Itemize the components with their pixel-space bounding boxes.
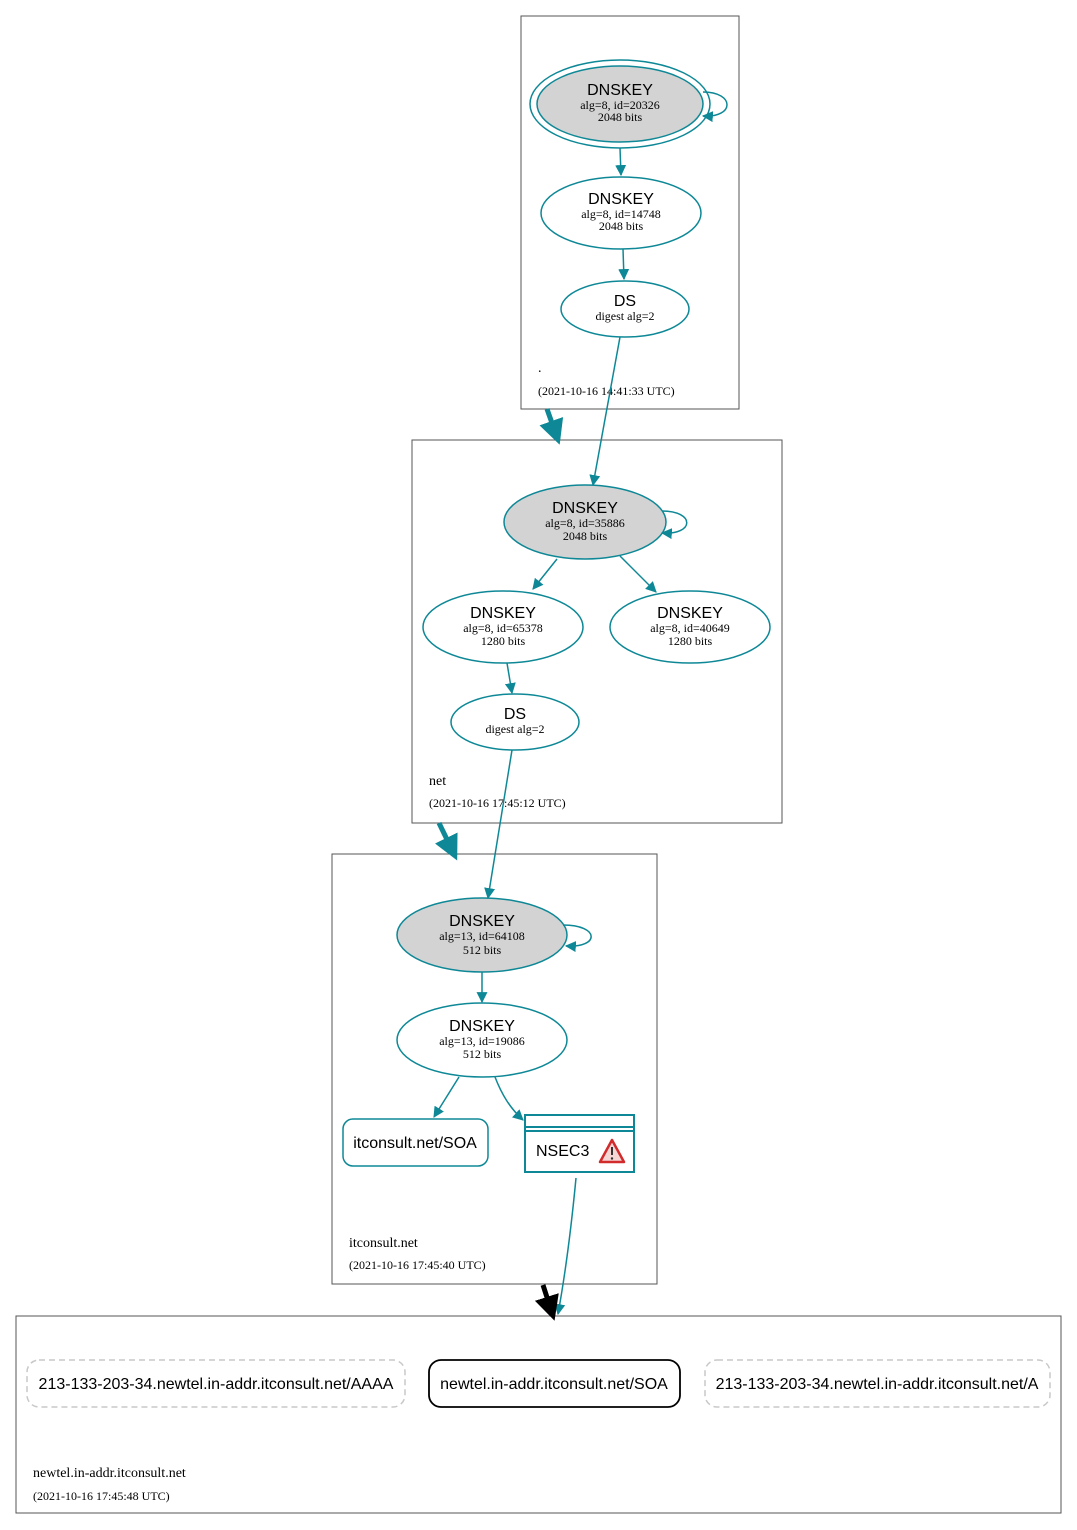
itconsult-soa-label: itconsult.net/SOA bbox=[353, 1135, 477, 1152]
net-zsk1-alg: alg=8, id=65378 bbox=[463, 621, 543, 635]
net-ksk-node[interactable]: DNSKEY alg=8, id=35886 2048 bits bbox=[503, 484, 667, 560]
zone-newtel-name: newtel.in-addr.itconsult.net bbox=[33, 1466, 186, 1481]
net-zsk2-title: DNSKEY bbox=[657, 605, 723, 622]
root-zsk-alg: alg=8, id=14748 bbox=[581, 207, 661, 221]
net-ds-to-itconsult-ksk-edge bbox=[484, 749, 513, 900]
itconsult-nsec3-node[interactable]: NSEC3 bbox=[524, 1114, 635, 1173]
root-ksk-title: DNSKEY bbox=[587, 82, 653, 99]
zone-newtel-timestamp: (2021-10-16 17:45:48 UTC) bbox=[33, 1489, 170, 1503]
root-zsk-to-ds-edge bbox=[618, 248, 630, 281]
net-zsk2-bits: 1280 bits bbox=[668, 634, 713, 648]
root-zsk-title: DNSKEY bbox=[588, 191, 654, 208]
root-ds-title: DS bbox=[614, 293, 636, 310]
itconsult-to-newtel-delegation-edge bbox=[534, 1284, 559, 1321]
zone-newtel-box bbox=[15, 1315, 1062, 1514]
net-ksk-selfsign-edge bbox=[660, 510, 688, 540]
net-zsk1-bits: 1280 bits bbox=[481, 634, 526, 648]
net-zsk1-title: DNSKEY bbox=[470, 605, 536, 622]
root-zsk-node[interactable]: DNSKEY alg=8, id=14748 2048 bits bbox=[540, 176, 702, 250]
root-ksk-bits: 2048 bits bbox=[598, 110, 643, 124]
net-ksk-alg: alg=8, id=35886 bbox=[545, 516, 625, 530]
itconsult-ksk-alg: alg=13, id=64108 bbox=[439, 929, 525, 943]
root-ksk-node[interactable]: DNSKEY alg=8, id=20326 2048 bits bbox=[529, 59, 711, 149]
zone-itconsult-name: itconsult.net bbox=[349, 1236, 418, 1251]
root-zsk-bits: 2048 bits bbox=[599, 219, 644, 233]
itconsult-ksk-selfsign-edge bbox=[562, 924, 592, 953]
zone-itconsult-timestamp: (2021-10-16 17:45:40 UTC) bbox=[349, 1258, 486, 1272]
net-zsk2-node[interactable]: DNSKEY alg=8, id=40649 1280 bits bbox=[609, 590, 771, 664]
itconsult-zsk-to-nsec3-edge bbox=[494, 1076, 524, 1121]
net-ds-digest: digest alg=2 bbox=[485, 722, 544, 736]
newtel-aaaa-label: 213-133-203-34.newtel.in-addr.itconsult.… bbox=[39, 1376, 394, 1393]
itconsult-ksk-bits: 512 bits bbox=[463, 943, 502, 957]
newtel-soa-label: newtel.in-addr.itconsult.net/SOA bbox=[440, 1376, 668, 1393]
net-ksk-title: DNSKEY bbox=[552, 500, 618, 517]
itconsult-zsk-to-soa-edge bbox=[433, 1076, 460, 1118]
root-ksk-selfsign-edge bbox=[701, 91, 728, 123]
zone-root-box bbox=[520, 15, 740, 410]
itconsult-zsk-alg: alg=13, id=19086 bbox=[439, 1034, 525, 1048]
root-ksk-to-zsk-edge bbox=[615, 147, 627, 177]
root-to-net-delegation-edge bbox=[539, 408, 564, 445]
net-to-itconsult-delegation-edge bbox=[435, 821, 458, 861]
newtel-aaaa-node[interactable]: 213-133-203-34.newtel.in-addr.itconsult.… bbox=[26, 1359, 406, 1408]
itconsult-soa-node[interactable]: itconsult.net/SOA bbox=[342, 1118, 489, 1167]
root-ksk-alg: alg=8, id=20326 bbox=[580, 98, 660, 112]
itconsult-ksk-node[interactable]: DNSKEY alg=13, id=64108 512 bits bbox=[396, 897, 568, 973]
zone-root-name: . bbox=[538, 361, 542, 376]
warning-icon bbox=[598, 1138, 626, 1164]
nsec3-to-newtel-edge bbox=[554, 1177, 577, 1316]
itconsult-nsec3-label: NSEC3 bbox=[536, 1143, 589, 1160]
zone-root-timestamp: (2021-10-16 14:41:33 UTC) bbox=[538, 384, 675, 398]
newtel-soa-node[interactable]: newtel.in-addr.itconsult.net/SOA bbox=[428, 1359, 681, 1408]
net-ds-node[interactable]: DS digest alg=2 bbox=[450, 693, 580, 751]
root-ds-to-net-ksk-edge bbox=[589, 336, 621, 487]
net-ksk-to-zsk2-edge bbox=[619, 555, 657, 593]
net-zsk1-node[interactable]: DNSKEY alg=8, id=65378 1280 bits bbox=[422, 590, 584, 664]
zone-net-timestamp: (2021-10-16 17:45:12 UTC) bbox=[429, 796, 566, 810]
net-ksk-to-zsk1-edge bbox=[532, 558, 558, 590]
root-ds-digest: digest alg=2 bbox=[595, 309, 654, 323]
itconsult-zsk-bits: 512 bits bbox=[463, 1047, 502, 1061]
itconsult-ksk-title: DNSKEY bbox=[449, 913, 515, 930]
newtel-a-node[interactable]: 213-133-203-34.newtel.in-addr.itconsult.… bbox=[704, 1359, 1051, 1408]
net-zsk1-to-ds-edge bbox=[504, 662, 516, 695]
zone-net-name: net bbox=[429, 774, 446, 789]
newtel-a-label: 213-133-203-34.newtel.in-addr.itconsult.… bbox=[716, 1376, 1039, 1393]
net-ksk-bits: 2048 bits bbox=[563, 529, 608, 543]
net-ds-title: DS bbox=[504, 706, 526, 723]
zone-net-box bbox=[411, 439, 783, 824]
itconsult-zsk-node[interactable]: DNSKEY alg=13, id=19086 512 bits bbox=[396, 1002, 568, 1078]
itconsult-zsk-title: DNSKEY bbox=[449, 1018, 515, 1035]
net-zsk2-alg: alg=8, id=40649 bbox=[650, 621, 730, 635]
root-ds-node[interactable]: DS digest alg=2 bbox=[560, 280, 690, 338]
